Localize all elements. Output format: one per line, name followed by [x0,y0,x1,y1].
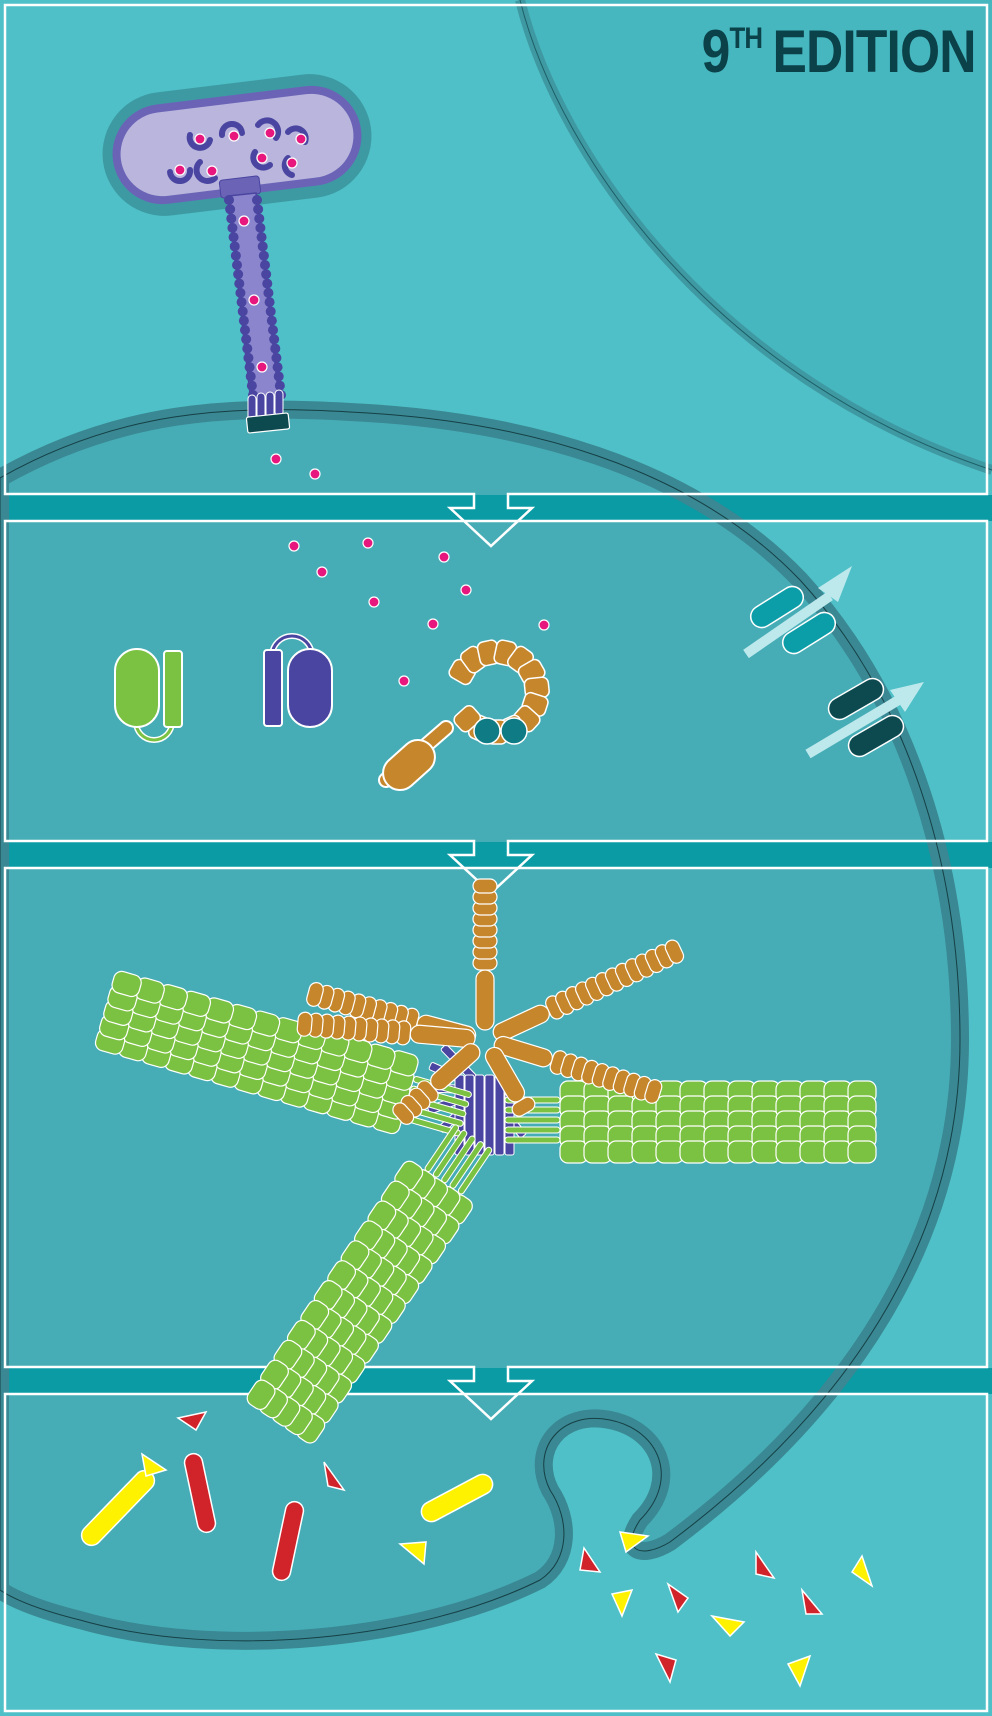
edition-suffix: TH [730,22,763,55]
edition-word: EDITION [773,18,976,85]
edition-number: 9 [702,18,730,85]
